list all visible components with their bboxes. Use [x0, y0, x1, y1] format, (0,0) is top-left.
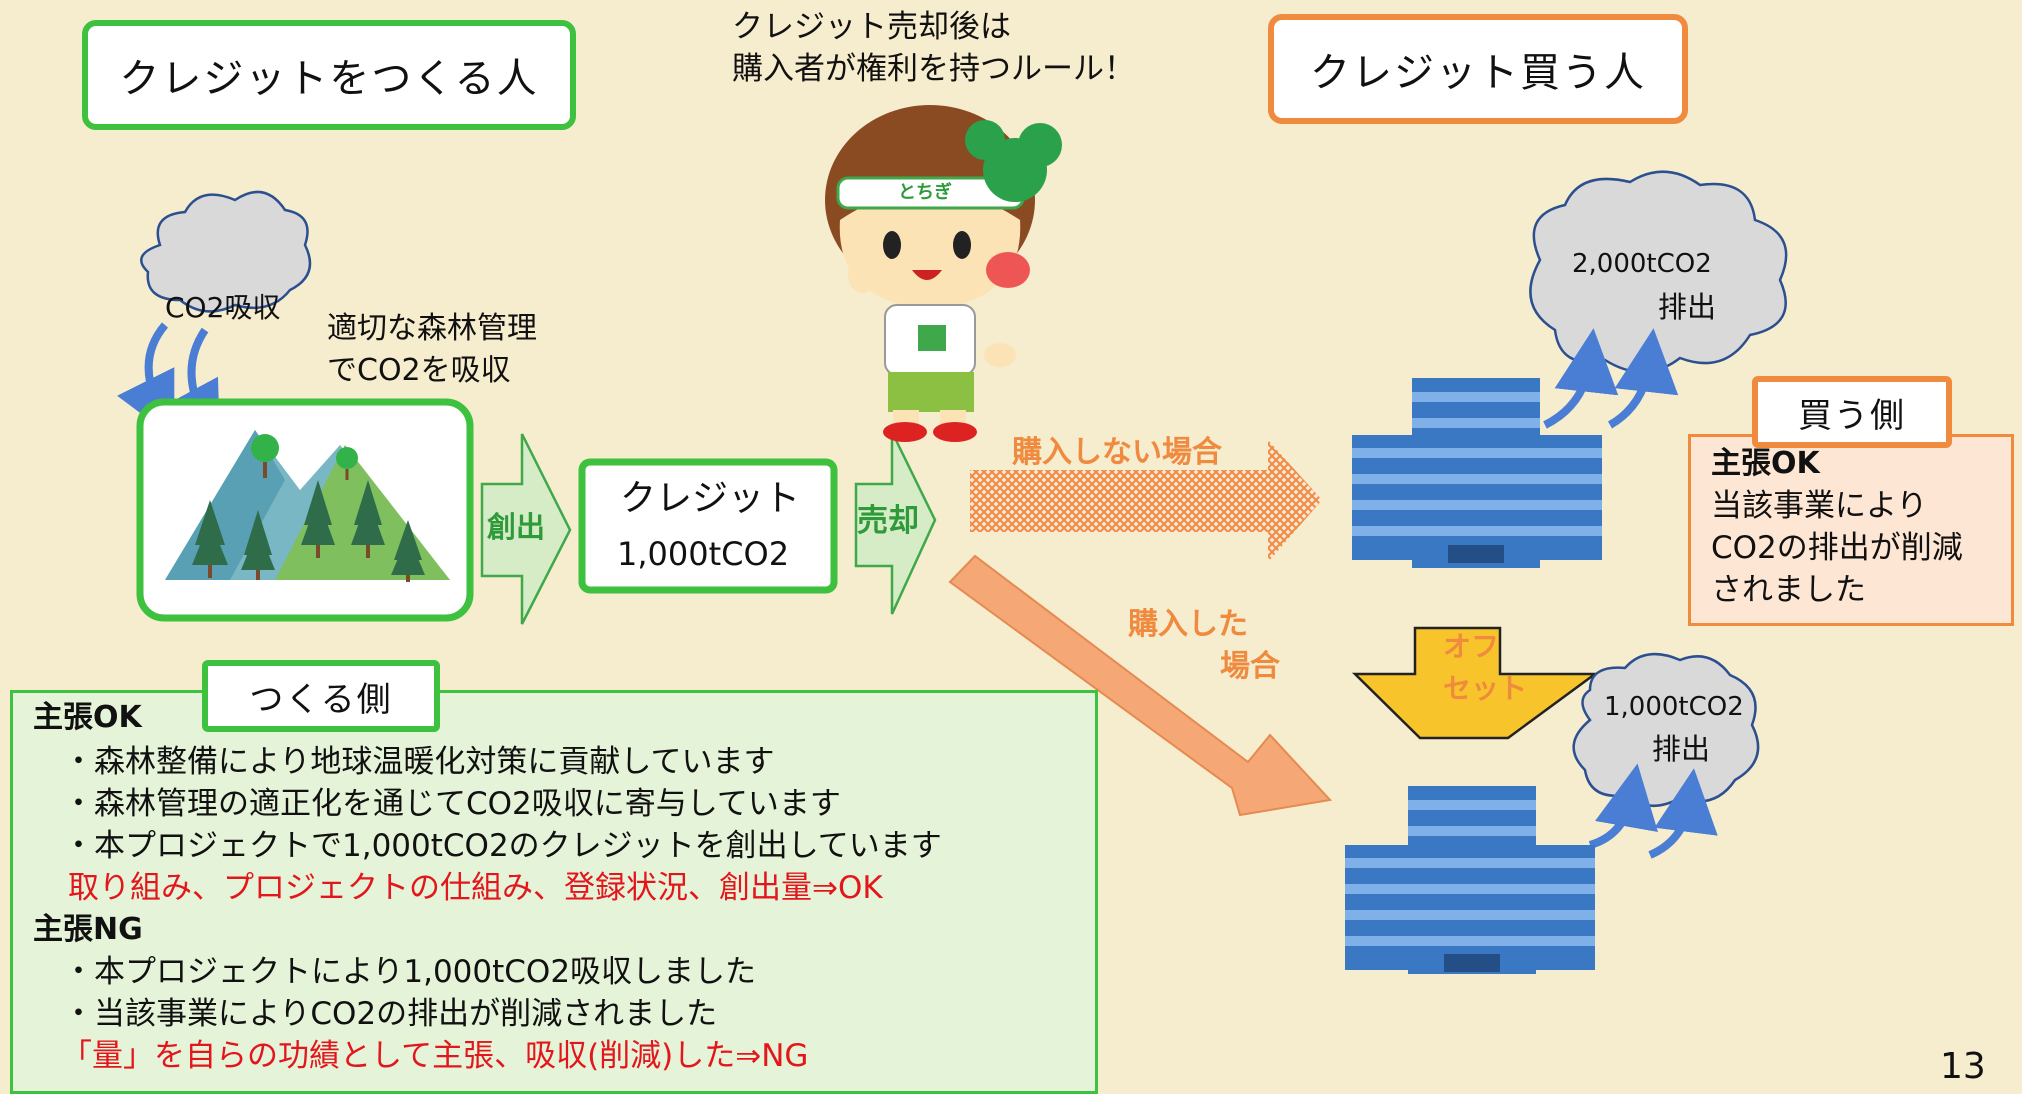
- sell-arrow-label: 売却: [857, 503, 919, 539]
- purchased-label-line-2: 場合: [1220, 649, 1280, 684]
- creator-ok-item-3: ・本プロジェクトで1,000tCO2のクレジットを創出しています: [63, 828, 942, 864]
- purchased-label-line-1: 購入した: [1128, 607, 1248, 642]
- creator-ok-item-2: ・森林管理の適正化を通じてCO2吸収に寄与しています: [63, 786, 841, 822]
- creator-ok-heading: 主張OK: [33, 700, 142, 735]
- creator-ng-heading: 主張NG: [33, 912, 143, 947]
- creator-side-tab-label: つくる側: [249, 679, 393, 720]
- creator-title-box: クレジットをつくる人: [82, 20, 576, 130]
- cloud-bottom-emit: 排出: [1652, 732, 1711, 766]
- create-arrow: [480, 433, 572, 625]
- offset-label-line-1: オフ: [1443, 630, 1500, 663]
- rule-note-line-1: クレジット売却後は: [732, 9, 1011, 45]
- emit-arrow-3: [1588, 763, 1658, 849]
- creator-ng-summary: 「量」を自らの功績として主張、吸収(削減)した⇒NG: [61, 1038, 809, 1074]
- creator-ok-item-1: ・森林整備により地球温暖化対策に貢献しています: [63, 744, 775, 780]
- buyer-side-tab-label: 買う側: [1798, 395, 1906, 436]
- cloud-left-label: CO2吸収: [165, 291, 281, 324]
- buyer-line-3: されました: [1711, 572, 1866, 608]
- not-purchased-arrow: [970, 440, 1322, 562]
- offset-label-line-2: セット: [1443, 672, 1528, 705]
- offset-arrow: [1351, 626, 1599, 740]
- forest-note-line-1: 適切な森林管理: [327, 311, 537, 346]
- buyer-line-2: CO2の排出が削減: [1711, 530, 1963, 566]
- building-top: [1352, 378, 1602, 568]
- buyer-line-1: 当該事業により: [1711, 488, 1928, 524]
- emit-arrow-1: [1543, 328, 1619, 429]
- cloud-top-amount: 2,000tCO2: [1572, 249, 1712, 279]
- credit-title: クレジット: [620, 478, 801, 519]
- create-arrow-label: 創出: [487, 510, 546, 544]
- forest-box: [136, 398, 474, 622]
- buyer-title-box: クレジット買う人: [1268, 14, 1688, 124]
- absorb-arrow-1: [117, 322, 175, 439]
- cloud-bottom-amount: 1,000tCO2: [1604, 692, 1744, 722]
- not-purchased-label: 購入しない場合: [1012, 435, 1222, 470]
- sell-arrow: [854, 431, 937, 615]
- emit-arrow-4: [1648, 768, 1718, 859]
- creator-ng-item-2: ・当該事業によりCO2の排出が削減されました: [63, 996, 718, 1032]
- cloud-left: [140, 190, 312, 313]
- buyer-side-box: 主張OK 当該事業により CO2の排出が削減 されました: [1688, 434, 2014, 626]
- mascot: [825, 105, 1062, 442]
- credit-box: [578, 458, 838, 594]
- building-bottom: [1345, 786, 1595, 974]
- creator-side-box: 主張OK ・森林整備により地球温暖化対策に貢献しています ・森林管理の適正化を通…: [10, 690, 1098, 1094]
- emit-arrow-2: [1607, 328, 1679, 429]
- credit-amount: 1,000tCO2: [617, 535, 790, 573]
- creator-ng-item-1: ・本プロジェクトにより1,000tCO2吸収しました: [63, 954, 757, 990]
- buyer-title: クレジット買う人: [1310, 50, 1646, 96]
- buyer-side-tab: 買う側: [1752, 376, 1952, 448]
- creator-title: クレジットをつくる人: [119, 56, 539, 102]
- cloud-top-emit: 排出: [1658, 290, 1717, 324]
- purchased-arrow: [948, 554, 1332, 817]
- headband-text: とちぎ: [898, 182, 952, 203]
- creator-ok-summary: 取り組み、プロジェクトの仕組み、登録状況、創出量⇒OK: [68, 870, 883, 906]
- rule-note-line-2: 購入者が権利を持つルール！: [732, 51, 1135, 87]
- page-number: 13: [1940, 1046, 1986, 1087]
- buyer-claim-ok: 主張OK: [1711, 446, 1820, 481]
- creator-side-tab: つくる側: [202, 660, 440, 732]
- forest-note-line-2: でCO2を吸収: [327, 353, 511, 388]
